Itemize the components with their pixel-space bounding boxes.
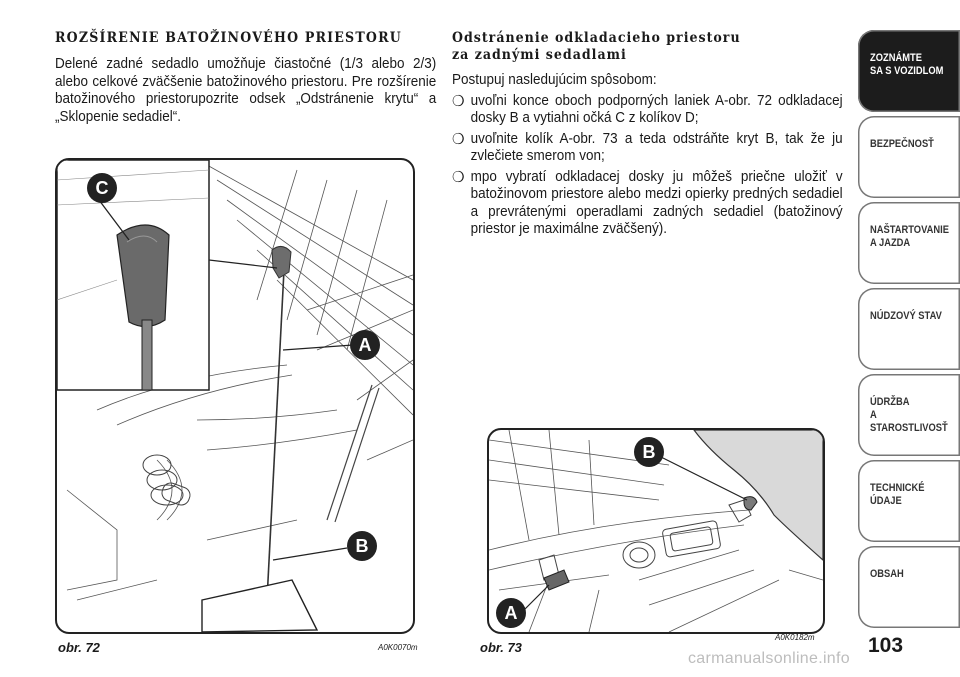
tab-nudzovy-stav[interactable]: NÚDZOVÝ STAV (858, 288, 960, 370)
tab-nastartovanie-a-jazda[interactable]: NAŠTARTOVANIE A JAZDA (858, 202, 960, 284)
page-number: 103 (868, 634, 904, 657)
figure-73-code: A0K0182m (775, 633, 815, 642)
label-b-marker: B (347, 531, 377, 561)
left-column: ROZŠÍRENIE BATOŽINOVÉHO PRIESTORU Delené… (55, 30, 445, 126)
tab-label: OBSAH (870, 568, 904, 580)
figure-72-code: A0K0070m (378, 643, 418, 652)
section-heading: ROZŠÍRENIE BATOŽINOVÉHO PRIESTORU (55, 30, 402, 46)
subsection-heading-line2: za zadnými sedadlami (452, 47, 627, 63)
figure-72-illustration: C A B (57, 160, 413, 632)
bullet-icon: ❍ (452, 130, 465, 148)
figure-72-caption: obr. 72 (58, 640, 100, 655)
label-a-marker: A (496, 598, 526, 628)
label-b-marker: B (634, 437, 664, 467)
step-text: uvoľni konce oboch podporných laniek A-o… (470, 92, 843, 127)
figure-73-illustration: B A (489, 430, 823, 632)
label-c-marker: C (87, 173, 117, 203)
label-c: C (96, 178, 109, 198)
tab-label: NAŠTARTOVANIE A JAZDA (870, 224, 949, 249)
section-paragraph: Delené zadné sedadlo umožňuje čiastočné … (55, 56, 437, 125)
tab-bezpecnost[interactable]: BEZPEČNOSŤ (858, 116, 960, 198)
tab-label: NÚDZOVÝ STAV (870, 310, 942, 322)
subsection-heading: Odstránenie odkladacieho priestoru za za… (452, 30, 852, 64)
bullet-icon: ❍ (452, 168, 465, 186)
list-item: ❍ uvoľni konce oboch podporných laniek A-… (452, 93, 843, 128)
tab-label: ÚDRŽBA A STAROSTLIVOSŤ (870, 396, 948, 434)
label-a: A (359, 335, 372, 355)
chapter-tabs: ZOZNÁMTE SA S VOZIDLOM BEZPEČNOSŤ NAŠTAR… (858, 30, 960, 632)
subsection-heading-line1: Odstránenie odkladacieho priestoru (452, 30, 741, 46)
tab-zoznamte-sa-s-vozidlom[interactable]: ZOZNÁMTE SA S VOZIDLOM (858, 30, 960, 112)
tab-label: TECHNICKÉ ÚDAJE (870, 482, 925, 507)
label-b: B (643, 442, 656, 462)
label-b: B (356, 536, 369, 556)
steps-list: ❍ uvoľni konce oboch podporných laniek A-… (452, 93, 843, 239)
tab-label: ZOZNÁMTE SA S VOZIDLOM (870, 52, 944, 77)
figure-73-caption: obr. 73 (480, 640, 522, 655)
list-item: ❍ uvoľnite kolík A-obr. 73 a teda odstráň… (452, 131, 843, 166)
list-item: ❍ mpo vybratí odkladacej dosky ju môžeš p… (452, 169, 843, 239)
figure-73: B A (487, 428, 825, 634)
tab-technicke-udaje[interactable]: TECHNICKÉ ÚDAJE (858, 460, 960, 542)
bullet-icon: ❍ (452, 92, 465, 110)
step-text: uvoľnite kolík A-obr. 73 a teda odstráňt… (470, 130, 843, 165)
tab-obsah[interactable]: OBSAH (858, 546, 960, 628)
tab-udrzba-a-starostlivost[interactable]: ÚDRŽBA A STAROSTLIVOSŤ (858, 374, 960, 456)
watermark[interactable]: carmanualsonline.info (688, 650, 850, 667)
right-column: Odstránenie odkladacieho priestoru za za… (452, 30, 852, 242)
label-a: A (505, 603, 518, 623)
step-text: mpo vybratí odkladacej dosky ju môžeš pr… (470, 168, 843, 238)
label-a-marker: A (350, 330, 380, 360)
tab-label: BEZPEČNOSŤ (870, 138, 934, 150)
subsection-intro: Postupuj nasledujúcim spôsobom: (452, 72, 657, 88)
figure-72: C A B (55, 158, 415, 634)
